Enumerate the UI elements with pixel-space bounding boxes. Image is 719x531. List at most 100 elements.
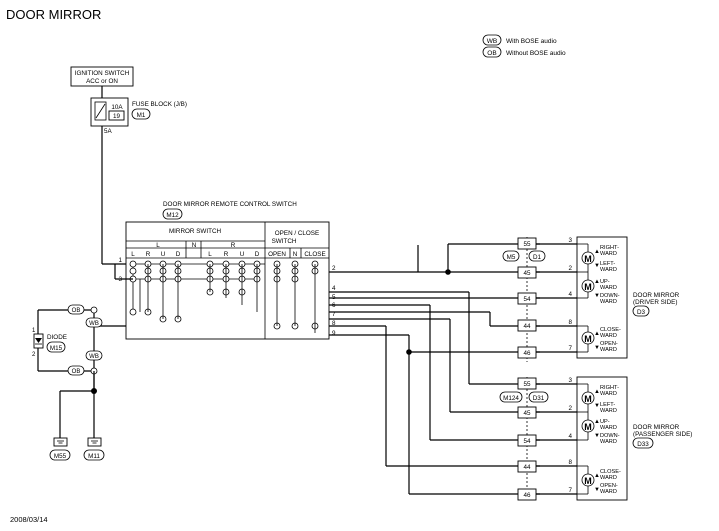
svg-text:RIGHT-WARD: RIGHT-WARD xyxy=(600,245,619,257)
passenger-joint-55: 55 xyxy=(523,381,531,388)
svg-text:▼: ▼ xyxy=(594,345,600,351)
diode-pin-2: 2 xyxy=(32,352,36,358)
harness-wb-1: WB xyxy=(89,321,99,327)
driver-mirror-label-1: DOOR MIRROR xyxy=(633,292,680,299)
driver-joint-46: 46 xyxy=(523,350,531,357)
svg-text:OPEN-WARD: OPEN-WARD xyxy=(600,483,618,495)
ignition-label-1: IGNITION SWITCH xyxy=(75,70,130,77)
col-l2: L xyxy=(208,251,212,258)
passenger-joint-conn-b: D31 xyxy=(533,395,545,402)
open-close-label-1: OPEN / CLOSE xyxy=(275,230,319,237)
fuse-pin: 5A xyxy=(104,128,113,135)
switch-conn: M12 xyxy=(166,212,179,219)
svg-text:LEFT-WARD: LEFT-WARD xyxy=(600,261,617,273)
harness-ob-2: OB xyxy=(72,369,81,375)
svg-text:▼: ▼ xyxy=(594,263,600,269)
switch-pin-2: 2 xyxy=(332,265,336,272)
svg-text:UP-WARD: UP-WARD xyxy=(600,419,617,431)
driver-joint-conn-a: M5 xyxy=(507,254,516,261)
fuse-icon xyxy=(94,101,107,121)
junction-dot xyxy=(406,349,412,355)
passenger-mirror-conn: D33 xyxy=(637,441,649,448)
open-close-label-2: SWITCH xyxy=(272,238,297,245)
driver-joint-44: 44 xyxy=(523,323,531,330)
col-l1: L xyxy=(131,251,135,258)
svg-text:3: 3 xyxy=(568,377,572,384)
fuse-conn: M1 xyxy=(137,112,146,119)
svg-text:▼: ▼ xyxy=(594,293,600,299)
switch-pin-1: 1 xyxy=(118,257,122,264)
col-r2: R xyxy=(224,251,229,258)
legend-wb-pill xyxy=(482,34,502,46)
passenger-mirror-label-1: DOOR MIRROR xyxy=(633,424,680,431)
col-close: CLOSE xyxy=(304,251,325,258)
passenger-joint-conn-a: M124 xyxy=(503,395,519,402)
col-u2: U xyxy=(240,251,245,258)
harness-ob-1: OB xyxy=(72,308,81,314)
svg-text:▼: ▼ xyxy=(594,403,600,409)
svg-text:▲: ▲ xyxy=(594,473,600,479)
switch-output-wires xyxy=(329,243,540,495)
switch-label: DOOR MIRROR REMOTE CONTROL SWITCH xyxy=(163,201,297,208)
passenger-joint-46: 46 xyxy=(523,492,531,499)
driver-door-mirror: 3 2 4 8 7 M M M RIGHT-WARD LEFT-WARD UP-… xyxy=(568,236,628,359)
driver-joint-55: 55 xyxy=(523,241,531,248)
svg-text:4: 4 xyxy=(568,433,572,440)
passenger-joint-connectors: 55 M124 D31 45 54 44 46 xyxy=(499,377,549,501)
svg-text:▲: ▲ xyxy=(594,419,600,425)
diode-label: DIODE xyxy=(47,334,67,341)
svg-text:UP-WARD: UP-WARD xyxy=(600,279,617,291)
diode-conn: M15 xyxy=(50,345,63,352)
svg-text:M: M xyxy=(584,282,592,292)
driver-joint-conn-b: D1 xyxy=(533,254,542,261)
col-r1: R xyxy=(146,251,151,258)
svg-text:8: 8 xyxy=(568,459,572,466)
switch-pin-8: 8 xyxy=(332,320,336,327)
svg-text:2: 2 xyxy=(568,405,572,412)
col-d1: D xyxy=(176,251,181,258)
svg-text:RIGHT-WARD: RIGHT-WARD xyxy=(600,385,619,397)
ground-m11: M11 xyxy=(83,437,105,461)
svg-text:▲: ▲ xyxy=(594,249,600,255)
switch-pin-9: 9 xyxy=(332,330,336,337)
svg-text:CLOSE-WARD: CLOSE-WARD xyxy=(600,327,621,339)
svg-text:▼: ▼ xyxy=(594,433,600,439)
group-l-label: L xyxy=(156,242,160,249)
svg-text:3: 3 xyxy=(568,237,572,244)
page-title: DOOR MIRROR xyxy=(6,7,101,22)
svg-text:4: 4 xyxy=(568,291,572,298)
svg-text:OPEN-WARD: OPEN-WARD xyxy=(600,341,618,353)
legend-ob-code: OB xyxy=(487,50,496,57)
passenger-joint-44: 44 xyxy=(523,464,531,471)
ground-m55-label: M55 xyxy=(54,453,67,460)
fuse-block-label: FUSE BLOCK (J/B) xyxy=(132,101,187,108)
ground-m11-label: M11 xyxy=(88,453,100,460)
svg-text:▲: ▲ xyxy=(594,279,600,285)
svg-text:LEFT-WARD: LEFT-WARD xyxy=(600,402,617,414)
svg-text:7: 7 xyxy=(568,345,572,352)
switch-pin-7: 7 xyxy=(332,311,336,318)
svg-text:▲: ▲ xyxy=(594,331,600,337)
legend-ob-pill xyxy=(482,46,502,58)
motor-label-right-1: RIGHT- xyxy=(600,245,619,251)
passenger-door-mirror: 3 2 4 8 7 M M M RIGHT-WARD LEFT-WARD UP-… xyxy=(568,376,628,501)
switch-pin-4: 4 xyxy=(332,285,336,292)
svg-text:M: M xyxy=(584,334,592,344)
svg-text:M: M xyxy=(584,476,592,486)
harness-wb-2: WB xyxy=(89,354,99,360)
legend-wb-text: With BOSE audio xyxy=(506,38,557,45)
driver-joint-connectors: 55 M5 D1 45 54 44 46 xyxy=(502,237,546,362)
driver-joint-45: 45 xyxy=(523,270,531,277)
fuse-amp: 10A xyxy=(111,104,123,111)
diode-pin-1: 1 xyxy=(32,328,36,334)
svg-text:CLOSE-WARD: CLOSE-WARD xyxy=(600,469,621,481)
group-r-label: R xyxy=(231,242,236,249)
svg-text:M: M xyxy=(584,394,592,404)
col-d2: D xyxy=(255,251,260,258)
driver-joint-54: 54 xyxy=(523,296,531,303)
fuse-number: 19 xyxy=(113,113,121,120)
passenger-joint-54: 54 xyxy=(523,438,531,445)
svg-text:2: 2 xyxy=(568,265,572,272)
